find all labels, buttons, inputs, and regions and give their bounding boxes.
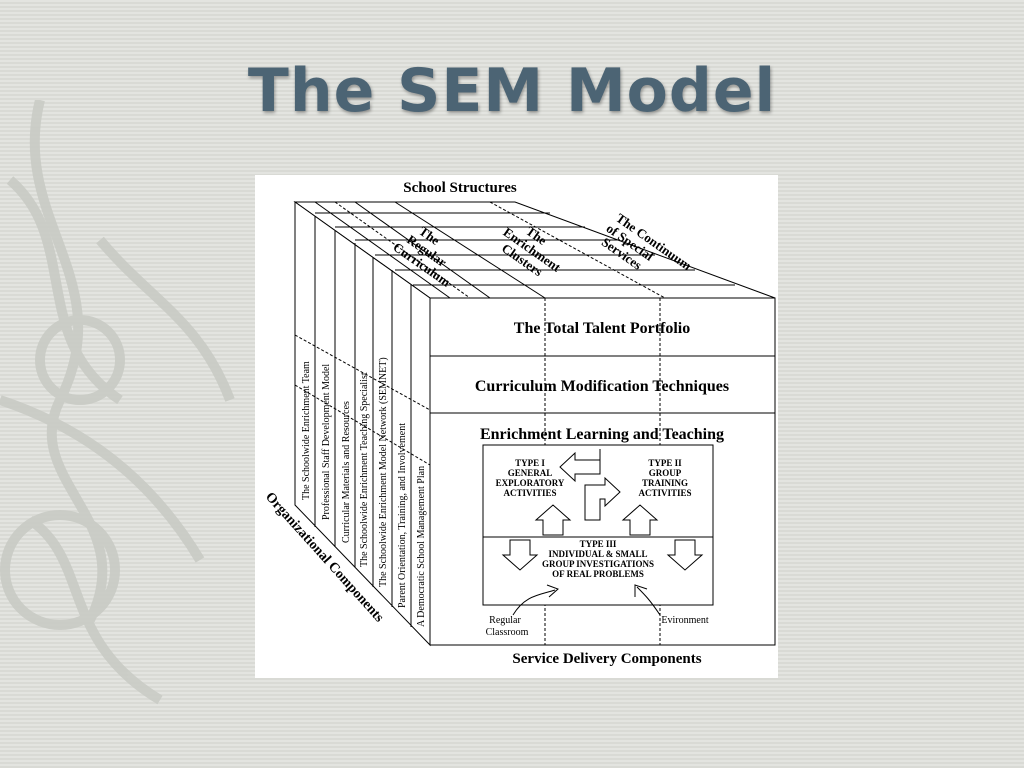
arrow-center-up-icon bbox=[534, 504, 572, 536]
arrow-environment-icon bbox=[636, 586, 661, 616]
arrow-type2-to-type3-icon bbox=[666, 539, 704, 571]
side-item: Professional Staff Development Model bbox=[321, 364, 332, 520]
arrow-type2-to-type1-icon bbox=[559, 449, 601, 483]
environment-label: Evironment bbox=[661, 615, 708, 626]
talent-portfolio-label: The Total Talent Portfolio bbox=[514, 320, 690, 337]
curriculum-modification-label: Curriculum Modification Techniques bbox=[475, 378, 729, 395]
svg-text:TYPE III: TYPE III bbox=[580, 539, 617, 549]
side-item: The Schoolwide Enrichment Model Network … bbox=[378, 357, 389, 587]
svg-text:ACTIVITIES: ACTIVITIES bbox=[638, 488, 691, 498]
svg-text:Classroom: Classroom bbox=[486, 627, 529, 638]
svg-text:INDIVIDUAL & SMALL: INDIVIDUAL & SMALL bbox=[548, 549, 647, 559]
side-item: The Schoolwide Enrichment Teaching Speci… bbox=[359, 372, 370, 567]
svg-text:EXPLORATORY: EXPLORATORY bbox=[496, 478, 565, 488]
type1-box: TYPE I GENERAL EXPLORATORY ACTIVITIES bbox=[496, 458, 565, 498]
svg-text:GENERAL: GENERAL bbox=[508, 468, 553, 478]
sem-model-diagram: School Structures The Regular Curriculum… bbox=[255, 175, 778, 678]
side-item: A Democratic School Management Plan bbox=[416, 466, 427, 627]
decorative-ornament bbox=[0, 100, 235, 705]
regular-classroom-label: Regular bbox=[489, 615, 521, 626]
svg-text:TYPE I: TYPE I bbox=[515, 458, 545, 468]
svg-text:TRAINING: TRAINING bbox=[642, 478, 688, 488]
type2-box: TYPE II GROUP TRAINING ACTIVITIES bbox=[638, 458, 691, 498]
school-structures-label: School Structures bbox=[403, 180, 517, 196]
slide-title: The SEM Model bbox=[247, 56, 777, 126]
svg-text:ACTIVITIES: ACTIVITIES bbox=[503, 488, 556, 498]
side-item: Curricular Materials and Resources bbox=[341, 401, 352, 543]
svg-text:OF REAL PROBLEMS: OF REAL PROBLEMS bbox=[552, 569, 644, 579]
svg-text:GROUP INVESTIGATIONS: GROUP INVESTIGATIONS bbox=[542, 559, 654, 569]
side-item: Parent Orientation, Training, and Involv… bbox=[397, 423, 408, 608]
arrow-type1-to-type2-icon bbox=[584, 476, 621, 521]
arrow-type3-up-icon bbox=[621, 504, 659, 536]
arrow-classroom-icon bbox=[512, 589, 556, 616]
enrichment-learning-label: Enrichment Learning and Teaching bbox=[480, 426, 724, 443]
service-delivery-label: Service Delivery Components bbox=[512, 651, 701, 667]
type3-box: TYPE III INDIVIDUAL & SMALL GROUP INVEST… bbox=[542, 539, 654, 579]
svg-text:TYPE II: TYPE II bbox=[648, 458, 682, 468]
arrow-type1-to-type3-icon bbox=[501, 539, 539, 571]
side-item: The Schoolwide Enrichment Team bbox=[301, 361, 312, 500]
svg-text:GROUP: GROUP bbox=[649, 468, 682, 478]
